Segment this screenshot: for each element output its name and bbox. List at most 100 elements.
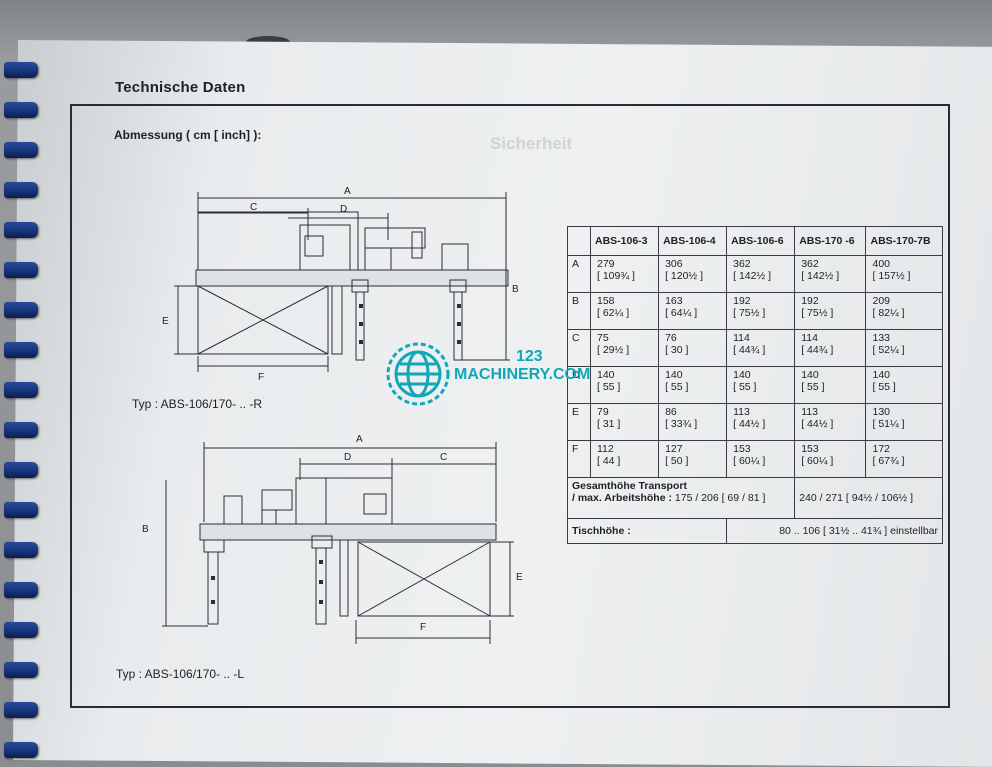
table-cell: 112[ 44 ] (589, 440, 660, 478)
table-cell: 133[ 52¼ ] (865, 329, 943, 367)
row-label: A (567, 255, 591, 293)
cell-cm-value: 172 (872, 443, 891, 455)
dim-label-c: C (250, 202, 257, 213)
cell-inch-value: [ 44¾ ] (733, 344, 766, 356)
cell-cm-value: 140 (597, 369, 615, 381)
table-cell: 209[ 82¼ ] (865, 292, 943, 330)
binding-ring (4, 582, 38, 598)
binding-ring (4, 422, 38, 438)
cell-cm-value: 75 (597, 332, 609, 344)
cell-cm-value: 209 (872, 295, 891, 307)
faded-heading: Sicherheit (490, 134, 573, 153)
dim-label-d: D (340, 204, 347, 215)
binding-ring (4, 62, 38, 78)
cell-inch-value: [ 55 ] (801, 381, 825, 393)
cell-cm-value: 130 (872, 406, 891, 418)
row-label: F (567, 440, 591, 478)
transport-value-left: 175 / 206 [ 69 / 81 ] (674, 492, 766, 504)
table-cell: 362[ 142½ ] (726, 255, 796, 293)
cell-inch-value: [ 30 ] (665, 344, 689, 356)
cell-inch-value: [ 55 ] (733, 381, 757, 393)
transport-value-right: 240 / 271 [ 94½ / 106½ ] (799, 492, 914, 504)
cell-cm-value: 114 (801, 332, 818, 344)
cell-inch-value: [ 44¾ ] (801, 344, 834, 356)
table-cell: 192[ 75½ ] (726, 292, 796, 330)
table-cell: 192[ 75½ ] (794, 292, 867, 330)
table-cell: 400[ 157½ ] (865, 255, 943, 293)
col-header: ABS-170 -6 (794, 226, 867, 256)
table-cell: 158[ 62¼ ] (589, 292, 660, 330)
col-header: ABS-106-4 (658, 226, 728, 256)
cell-inch-value: [ 157½ ] (872, 270, 911, 282)
cell-inch-value: [ 44½ ] (801, 418, 834, 430)
content-frame (70, 104, 950, 708)
cell-cm-value: 279 (597, 258, 615, 270)
cell-cm-value: 400 (872, 258, 891, 270)
table-cell: 114[ 44¾ ] (794, 329, 867, 367)
binding-ring (4, 342, 38, 358)
table-cell: 79[ 31 ] (589, 403, 660, 441)
diagram-right-variant: A C D B E F (162, 186, 519, 383)
cell-cm-value: 163 (665, 295, 683, 307)
binding-ring (4, 502, 38, 518)
col-header: ABS-170-7B (865, 226, 943, 256)
dim-label-e: E (516, 572, 523, 583)
cell-inch-value: [ 60¼ ] (733, 455, 766, 467)
cell-cm-value: 112 (597, 443, 614, 455)
cell-inch-value: [ 142½ ] (801, 270, 840, 282)
cell-cm-value: 158 (597, 295, 615, 307)
cell-inch-value: [ 62¼ ] (597, 307, 630, 319)
table-cell: 172[ 67¾ ] (865, 440, 943, 478)
cell-cm-value: 140 (665, 369, 683, 381)
cell-inch-value: [ 109¾ ] (597, 270, 635, 282)
cell-cm-value: 140 (801, 369, 819, 381)
cell-cm-value: 133 (872, 332, 891, 344)
caption-right-variant: Typ : ABS-106/170- .. -R (132, 397, 263, 411)
table-cell: 113[ 44½ ] (794, 403, 867, 441)
transport-label-1: Gesamthöhe Transport (572, 480, 687, 492)
table-cell: 130[ 51¼ ] (865, 403, 943, 441)
cell-inch-value: [ 64¼ ] (665, 307, 698, 319)
cell-inch-value: [ 120½ ] (665, 270, 704, 282)
tischhoehe-value-cell: 80 .. 106 [ 31½ .. 41¾ ] einstellbar (726, 518, 943, 544)
table-cell: 114[ 44¾ ] (726, 329, 796, 367)
cell-inch-value: [ 29½ ] (597, 344, 630, 356)
cell-cm-value: 140 (872, 369, 891, 381)
corner-cell (567, 226, 591, 256)
cell-inch-value: [ 75½ ] (801, 307, 834, 319)
section-label: Abmessung ( cm [ inch] ): (114, 128, 262, 142)
caption-left-variant: Typ : ABS-106/170- .. -L (116, 667, 245, 681)
cell-inch-value: [ 60¼ ] (801, 455, 834, 467)
dim-label-f: F (420, 622, 426, 633)
binding-ring (4, 662, 38, 678)
cell-inch-value: [ 142½ ] (733, 270, 772, 282)
binding-ring (4, 182, 38, 198)
row-label: C (567, 329, 591, 367)
watermark: 123 MACHINERY.COM (378, 334, 618, 414)
table-cell: 362[ 142½ ] (794, 255, 867, 293)
table-cell: 153[ 60¼ ] (794, 440, 867, 478)
transport-label-2: / max. Arbeitshöhe : (572, 492, 672, 504)
table-cell: 86[ 33¾ ] (658, 403, 728, 441)
binding-ring (4, 262, 38, 278)
tischhoehe-label-cell: Tischhöhe : (566, 518, 728, 544)
cell-cm-value: 79 (597, 406, 609, 418)
table-cell: 76[ 30 ] (658, 329, 728, 367)
transport-row: Gesamthöhe Transport / max. Arbeitshöhe … (566, 477, 943, 519)
cell-inch-value: [ 44½ ] (733, 418, 766, 430)
dim-label-c: C (440, 452, 447, 463)
transport-value-cell: 240 / 271 [ 94½ / 106½ ] (794, 477, 943, 519)
col-header: ABS-106-3 (589, 226, 660, 256)
binding-ring (4, 542, 38, 558)
dim-label-b: B (142, 524, 149, 535)
dim-label-d: D (344, 452, 351, 463)
cell-cm-value: 140 (733, 369, 751, 381)
watermark-line1: 123 (516, 348, 543, 365)
cell-cm-value: 192 (733, 295, 751, 307)
table-header-row: ABS-106-3 ABS-106-4 ABS-106-6 ABS-170 -6… (567, 226, 943, 256)
watermark-line2: MACHINERY.COM (454, 366, 591, 383)
